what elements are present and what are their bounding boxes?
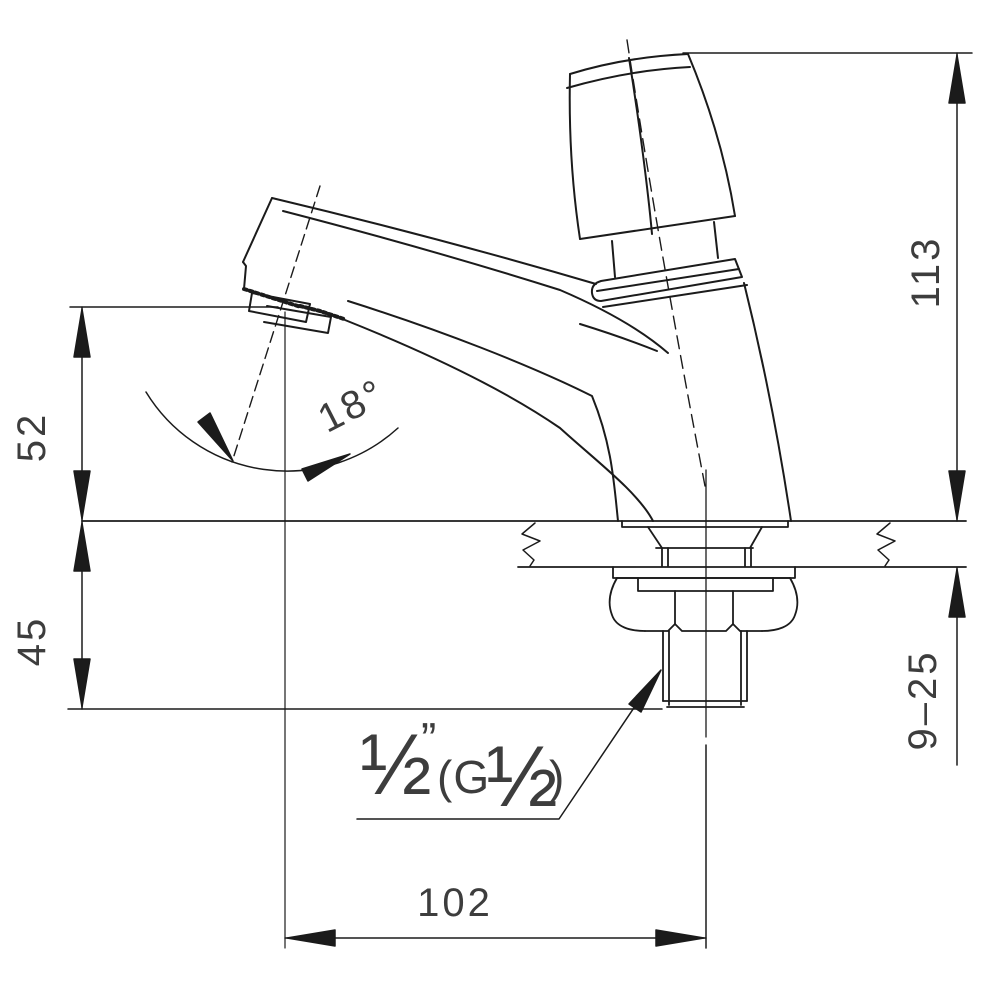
dimension-9-25	[948, 567, 966, 766]
mounting-deck	[81, 520, 967, 568]
dimension-113	[682, 52, 973, 522]
thread-leader	[356, 669, 662, 820]
dim-label-113: 113	[904, 235, 948, 309]
dim-label-102: 102	[417, 881, 493, 925]
center-lines	[231, 39, 707, 949]
washer-and-locknut	[608, 566, 799, 632]
thread-inch-mark: ”	[421, 713, 437, 765]
thread-half-b: ½	[486, 729, 558, 825]
base-flange-section	[621, 520, 789, 567]
faucet-handle	[566, 53, 736, 240]
handle-stem	[611, 221, 719, 278]
dim-label-45: 45	[10, 615, 54, 667]
dim-label-52: 52	[10, 411, 54, 463]
thread-half-a: ½	[360, 717, 432, 813]
spout-axis-line	[231, 185, 321, 463]
deck-break-left	[521, 522, 541, 567]
bonnet-flange	[590, 258, 748, 308]
angle-dimension-18	[145, 391, 399, 482]
deck-break-right	[876, 522, 896, 567]
dim-label-9-25: 9–25	[901, 649, 945, 751]
body-axis-line	[626, 39, 706, 487]
thread-group-close: )	[549, 751, 566, 803]
spout-aerator	[242, 197, 346, 334]
threaded-shank	[662, 630, 748, 708]
faucet-body-spout	[271, 197, 792, 522]
dimension-52-45	[67, 306, 663, 710]
thread-group-open: (G	[437, 751, 491, 803]
dimension-102	[284, 744, 707, 949]
